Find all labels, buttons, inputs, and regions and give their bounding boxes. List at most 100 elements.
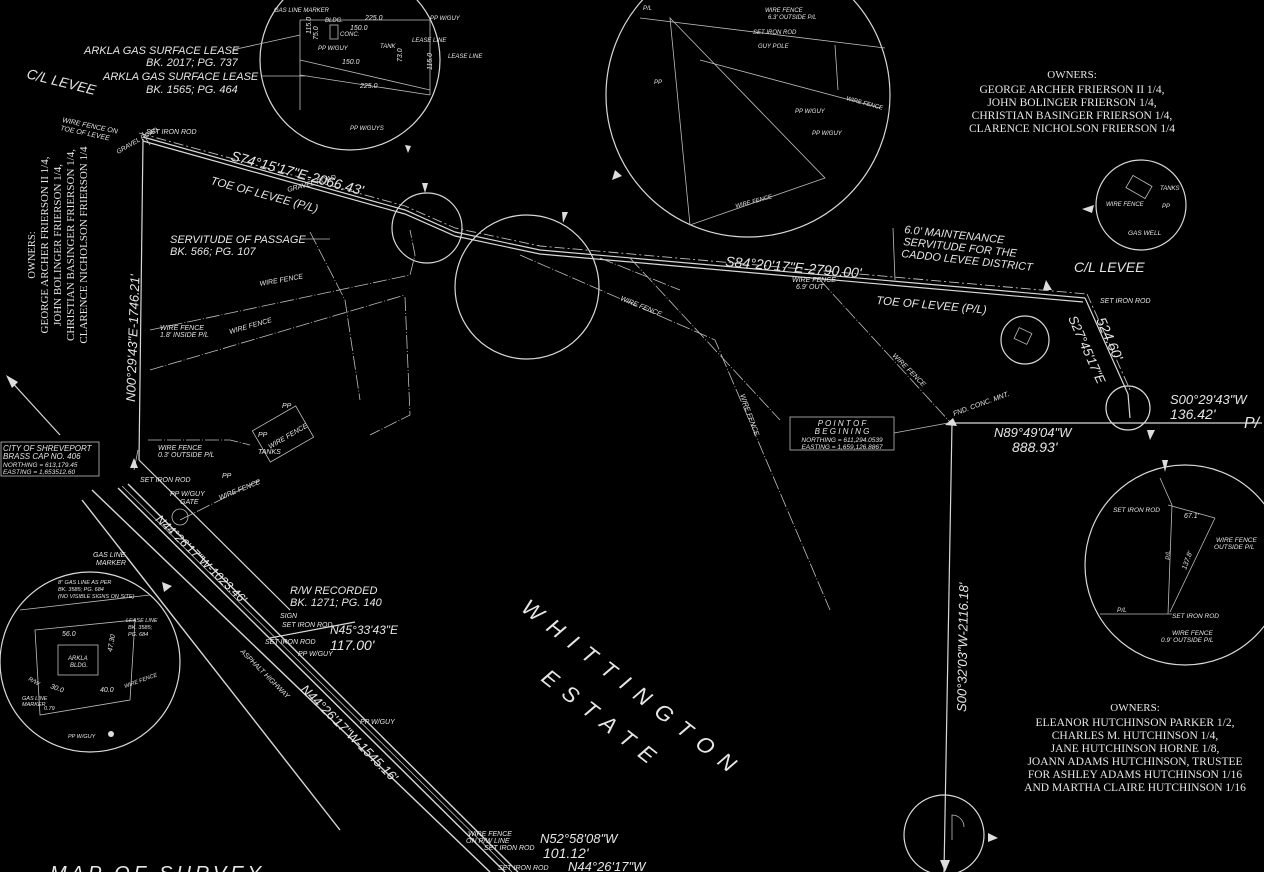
svg-text:BK. 3585; PG. 684: BK. 3585; PG. 684 xyxy=(58,587,104,593)
svg-text:CONC.: CONC. xyxy=(340,32,359,38)
svg-text:JANE HUTCHINSON HORNE 1/8,: JANE HUTCHINSON HORNE 1/8, xyxy=(1051,743,1220,755)
svg-text:BK. 3585;: BK. 3585; xyxy=(128,625,153,631)
svg-text:PP: PP xyxy=(654,80,662,86)
svg-text:BRASS CAP NO. 406: BRASS CAP NO. 406 xyxy=(3,452,81,461)
svg-text:BK. 566; PG. 107: BK. 566; PG. 107 xyxy=(170,246,256,258)
svg-text:CLARENCE NICHOLSON FRIERSON 1/: CLARENCE NICHOLSON FRIERSON 1/4 xyxy=(78,146,90,344)
svg-text:47.30: 47.30 xyxy=(107,634,117,653)
svg-text:LEASE LINE: LEASE LINE xyxy=(412,38,447,44)
svg-text:PP W/GUY: PP W/GUY xyxy=(318,46,349,52)
svg-text:WIRE FENCE: WIRE FENCE xyxy=(1172,630,1213,637)
svg-text:BK. 2017; PG. 737: BK. 2017; PG. 737 xyxy=(146,57,239,69)
svg-text:WIRE FENCE: WIRE FENCE xyxy=(229,317,273,336)
svg-text:115.0: 115.0 xyxy=(306,17,313,34)
svg-text:888.93': 888.93' xyxy=(1012,439,1059,455)
interior-lines xyxy=(130,131,957,611)
svg-text:OUTSIDE P/L: OUTSIDE P/L xyxy=(1214,544,1255,551)
svg-text:ON R/W LINE: ON R/W LINE xyxy=(466,838,510,845)
svg-text:ELEANOR HUTCHINSON PARKER 1/2,: ELEANOR HUTCHINSON PARKER 1/2, xyxy=(1036,717,1235,729)
svg-text:SET IRON ROD: SET IRON ROD xyxy=(146,129,197,136)
svg-text:101.12': 101.12' xyxy=(543,845,590,861)
svg-text:EASTING = 1,653512.60: EASTING = 1,653512.60 xyxy=(3,469,75,476)
svg-text:WIRE FENCE: WIRE FENCE xyxy=(218,479,262,502)
svg-text:150.0: 150.0 xyxy=(350,25,368,32)
svg-text:PP W/GUY: PP W/GUY xyxy=(360,719,396,726)
svg-text:TANKS: TANKS xyxy=(1160,186,1180,192)
svg-text:N44°26'17"W: N44°26'17"W xyxy=(568,859,647,872)
north-arrow xyxy=(6,375,61,436)
svg-text:56.0: 56.0 xyxy=(62,631,76,638)
svg-text:30.0: 30.0 xyxy=(49,683,64,694)
svg-text:S00°29'43"W: S00°29'43"W xyxy=(1170,392,1248,407)
svg-text:TANK: TANK xyxy=(380,44,397,50)
svg-text:CLARENCE NICHOLSON FRIERSON 1/: CLARENCE NICHOLSON FRIERSON 1/4 xyxy=(969,123,1175,135)
svg-text:EASTING = 1,659,126.8867: EASTING = 1,659,126.8867 xyxy=(801,444,883,451)
svg-text:N45°33'43"E: N45°33'43"E xyxy=(330,623,399,637)
svg-text:N89°49'04"W: N89°49'04"W xyxy=(994,425,1073,440)
svg-text:GEORGE ARCHER FRIERSON II 1/4,: GEORGE ARCHER FRIERSON II 1/4, xyxy=(39,156,51,333)
svg-text:WIRE FENCE: WIRE FENCE xyxy=(124,672,159,690)
svg-text:CHRISTIAN BASINGER FRIERSON 1/: CHRISTIAN BASINGER FRIERSON 1/4, xyxy=(972,110,1173,122)
svg-text:WIRE FENCE: WIRE FENCE xyxy=(792,277,836,284)
svg-text:CHRISTIAN BASINGER FRIERSON 1/: CHRISTIAN BASINGER FRIERSON 1/4, xyxy=(65,149,77,341)
svg-text:PP: PP xyxy=(282,403,292,410)
svg-text:OWNERS:: OWNERS: xyxy=(1110,702,1160,714)
svg-text:GAS LINE: GAS LINE xyxy=(22,696,48,702)
svg-text:GAS WELL: GAS WELL xyxy=(1128,230,1162,237)
svg-text:75.0: 75.0 xyxy=(313,26,320,40)
gas-lease-labels: ARKLA GAS SURFACE LEASE BK. 2017; PG. 73… xyxy=(83,34,305,96)
svg-text:ARKLA GAS SURFACE LEASE: ARKLA GAS SURFACE LEASE xyxy=(83,45,240,57)
svg-text:WIRE FENCE: WIRE FENCE xyxy=(738,393,760,437)
svg-text:LEASE LINE: LEASE LINE xyxy=(126,618,158,624)
svg-text:BK. 1565; PG. 464: BK. 1565; PG. 464 xyxy=(146,84,238,96)
svg-text:N44°26'17"W-1545.16': N44°26'17"W-1545.16' xyxy=(298,682,402,786)
svg-text:GEORGE ARCHER FRIERSON II 1/4,: GEORGE ARCHER FRIERSON II 1/4, xyxy=(980,84,1165,96)
svg-text:CHARLES M. HUTCHINSON 1/4,: CHARLES M. HUTCHINSON 1/4, xyxy=(1052,730,1219,742)
svg-text:JOHN BOLINGER FRIERSON 1/4,: JOHN BOLINGER FRIERSON 1/4, xyxy=(987,97,1156,109)
svg-text:GATE: GATE xyxy=(180,499,199,506)
boundary-lines xyxy=(81,132,1262,872)
svg-text:PP W/GUY: PP W/GUY xyxy=(430,16,461,22)
svg-text:P/: P/ xyxy=(1244,415,1261,432)
svg-text:WIRE FENCE: WIRE FENCE xyxy=(160,325,204,332)
svg-text:GAS LINE MARKER: GAS LINE MARKER xyxy=(274,8,330,14)
svg-text:BK. 1271; PG. 140: BK. 1271; PG. 140 xyxy=(290,597,383,609)
svg-text:WIRE FENCE: WIRE FENCE xyxy=(268,423,310,451)
svg-text:R/W: R/W xyxy=(27,677,41,689)
svg-text:P/L: P/L xyxy=(1165,550,1172,560)
svg-text:P/L: P/L xyxy=(1117,607,1127,614)
svg-text:SET IRON ROD: SET IRON ROD xyxy=(1172,613,1219,620)
svg-text:WIRE FENCE: WIRE FENCE xyxy=(158,445,202,452)
svg-text:WIRE FENCE: WIRE FENCE xyxy=(735,194,774,210)
svg-text:PP: PP xyxy=(258,432,268,439)
svg-text:TANKS: TANKS xyxy=(258,449,281,456)
svg-text:N00°29'43"E-1746.21': N00°29'43"E-1746.21' xyxy=(123,274,142,403)
svg-text:PP W/GUY: PP W/GUY xyxy=(298,651,334,658)
svg-text:PP W/GUY: PP W/GUY xyxy=(170,491,206,498)
svg-text:PP W/GUYS: PP W/GUYS xyxy=(350,126,384,132)
svg-text:WIRE FENCE: WIRE FENCE xyxy=(845,96,884,112)
svg-text:8" GAS LINE AS PER: 8" GAS LINE AS PER xyxy=(58,580,111,586)
svg-text:WIRE FENCE: WIRE FENCE xyxy=(765,8,804,14)
svg-text:115.0: 115.0 xyxy=(427,53,434,70)
svg-text:WIRE FENCE: WIRE FENCE xyxy=(1106,202,1145,208)
svg-text:WIRE FENCE: WIRE FENCE xyxy=(468,831,512,838)
svg-text:6.3' OUTSIDE P/L: 6.3' OUTSIDE P/L xyxy=(768,15,817,21)
svg-text:R/W RECORDED: R/W RECORDED xyxy=(290,585,377,597)
point-of-beginning: P O I N T O F B E G I N I N G NORTHING =… xyxy=(789,416,949,451)
svg-text:BLDG.: BLDG. xyxy=(325,18,343,24)
svg-text:PP: PP xyxy=(1162,204,1170,210)
svg-text:BLDG.: BLDG. xyxy=(70,663,88,669)
owners-top-right: OWNERS: GEORGE ARCHER FRIERSON II 1/4, J… xyxy=(969,69,1175,135)
svg-text:ARKLA: ARKLA xyxy=(67,656,88,662)
detail-top-center-labels: WIRE FENCE 6.3' OUTSIDE P/L SET IRON ROD… xyxy=(643,6,884,210)
svg-text:N44°26'17"W-1023.46': N44°26'17"W-1023.46' xyxy=(153,512,250,607)
svg-text:OWNERS:: OWNERS: xyxy=(27,231,38,278)
svg-text:PP: PP xyxy=(222,473,232,480)
detail-left-labels: 8" GAS LINE AS PER BK. 3585; PG. 684 (NO… xyxy=(22,580,158,740)
svg-text:PG. 684: PG. 684 xyxy=(128,632,148,638)
svg-text:S00°32'03"W-2116.18': S00°32'03"W-2116.18' xyxy=(954,582,971,712)
svg-text:CITY OF SHREVEPORT: CITY OF SHREVEPORT xyxy=(3,444,93,453)
